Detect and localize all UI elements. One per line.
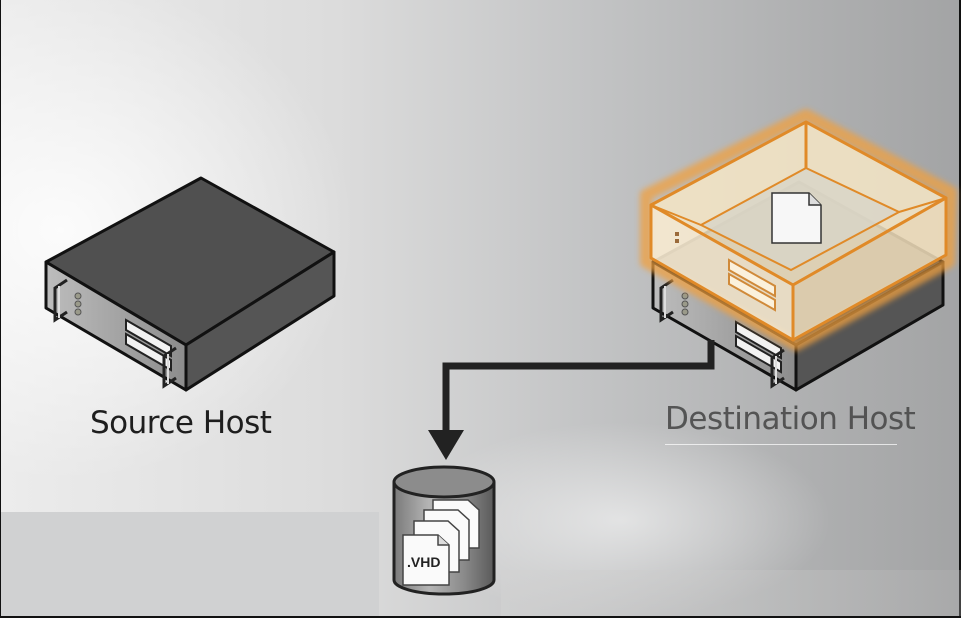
database-cylinder-icon: .VHD [392,465,496,596]
vhd-file-label: .VHD [407,554,440,570]
destination-host-label: Destination Host [665,401,916,437]
source-host-label: Source Host [90,405,272,441]
virtual-machine-icon [640,109,957,351]
source-server-icon [44,176,336,392]
vhd-file-stack: .VHD [402,499,480,586]
label-underline [665,444,897,445]
background-band [501,570,961,616]
connector-arrow [428,340,715,460]
background-band [1,512,379,616]
document-icon [771,192,822,244]
